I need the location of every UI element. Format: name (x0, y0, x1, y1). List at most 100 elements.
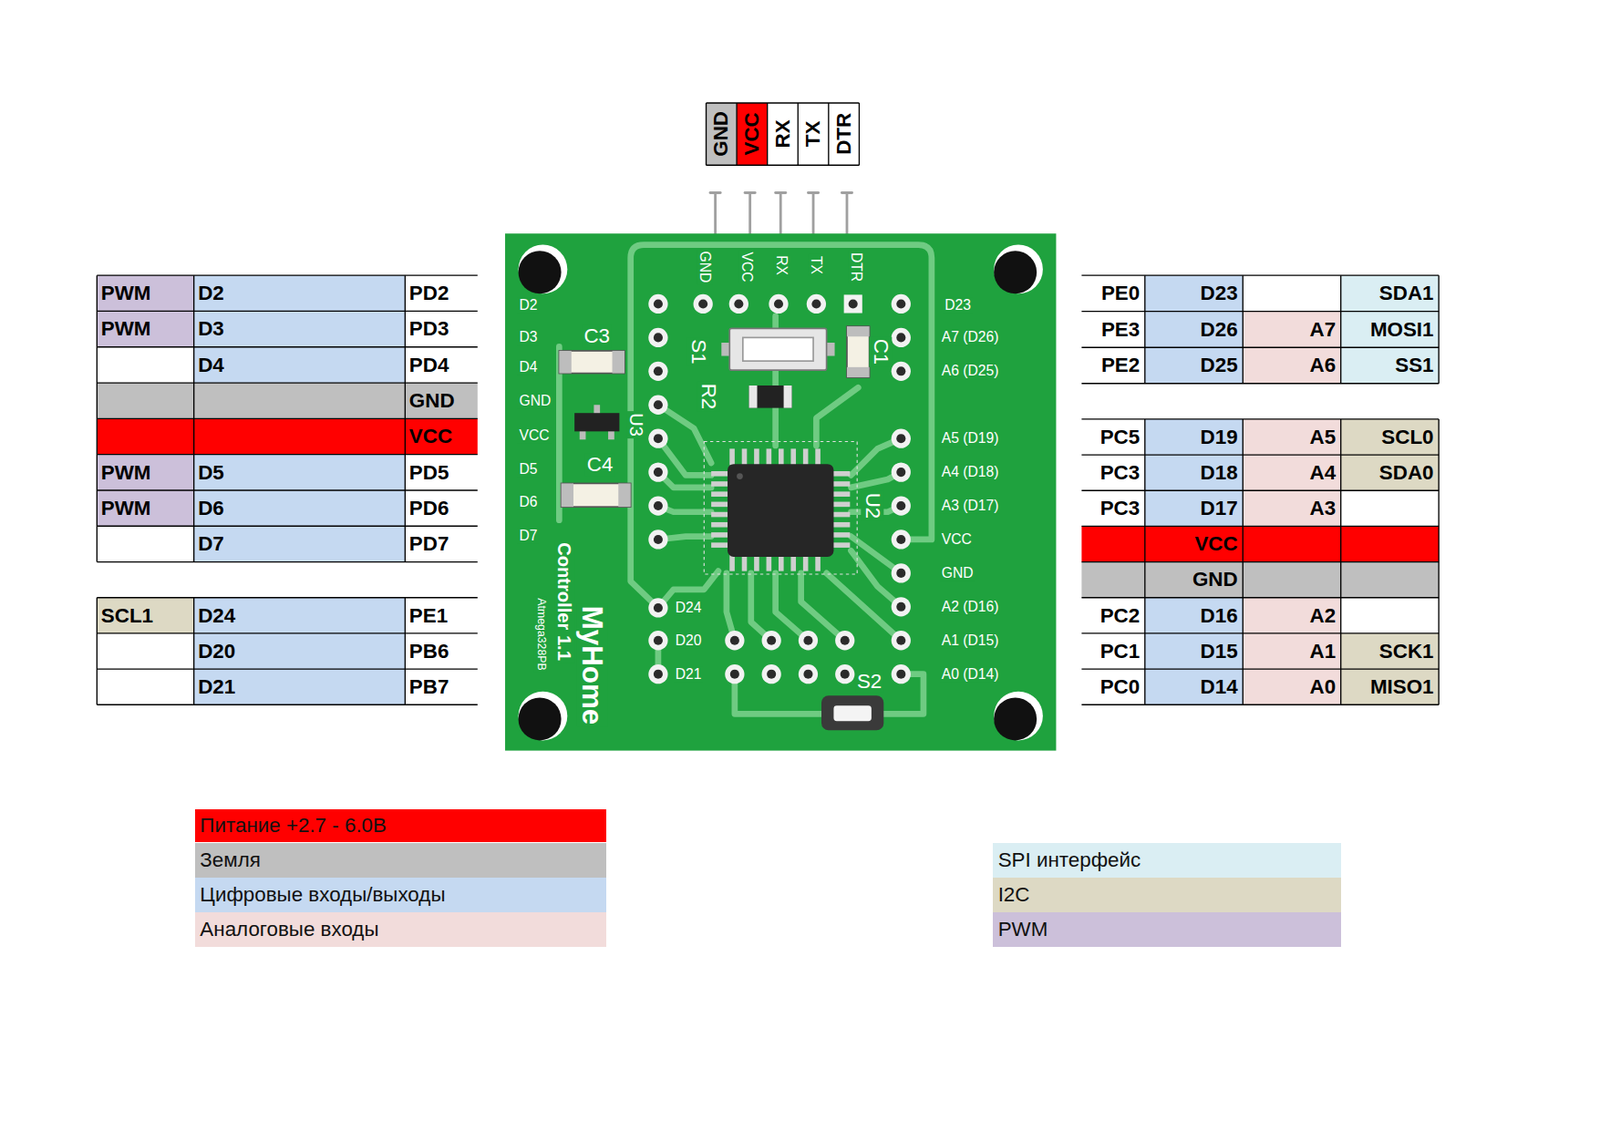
table-cell-fill (1341, 275, 1439, 312)
pin-table-label: GND (1192, 567, 1239, 592)
table-border (706, 102, 860, 104)
pin-table-label: VCC (1194, 532, 1238, 557)
table-cell-fill (1145, 419, 1243, 455)
table-cell-fill (1341, 598, 1439, 634)
pin-table-label: A5 (1309, 425, 1336, 450)
legend-text: Земля (199, 848, 261, 873)
silkscreen-label: VCC (739, 250, 755, 285)
legend-text: PWM (998, 918, 1049, 942)
table-border (96, 418, 477, 420)
table-border (1144, 275, 1146, 384)
push-button (721, 328, 835, 371)
silkscreen-label: GND (516, 392, 553, 409)
table-cell-fill (194, 669, 406, 705)
through-hole-pad (648, 664, 668, 684)
silkscreen-label: S1 (686, 337, 710, 366)
pin-table-label: SCL1 (101, 604, 154, 629)
through-hole-pad (648, 294, 911, 684)
pin-table-label-slot: A7 (1242, 311, 1341, 349)
table-cell-fill (1145, 347, 1243, 384)
table-border (735, 103, 737, 166)
mounting-hole (518, 245, 568, 295)
through-hole-pad (891, 462, 911, 482)
pin-table-label-slot: PWM (96, 454, 194, 491)
header-pin (744, 191, 755, 195)
header-pin-label: RX (771, 120, 795, 149)
through-hole-pad (724, 664, 744, 684)
chip-pin (778, 555, 785, 572)
pin-table-label-slot: PD2 (404, 275, 477, 311)
pin-table-label-slot: PWM (96, 275, 194, 311)
pin-table-label-slot: PC1 (1081, 633, 1145, 670)
pin-table-label-slot: PWM (96, 490, 194, 527)
pin-table-label-slot: SDA0 (1341, 454, 1439, 491)
pin-table-label-slot: VCC (1145, 526, 1243, 563)
pin-table-label-slot: PB7 (404, 669, 477, 705)
table-cell-fill (404, 310, 477, 347)
pin-table-label: D6 (197, 496, 225, 521)
table-cell-fill (1242, 526, 1341, 562)
through-hole-pad (806, 294, 826, 314)
table-cell-fill (1081, 526, 1145, 562)
table-cell-fill (1341, 562, 1439, 599)
table-border (1081, 310, 1439, 312)
table-cell-fill (1145, 669, 1243, 705)
legend-swatch: I2C (992, 877, 1342, 913)
pin-table-label-slot: PWM (96, 311, 194, 348)
switch-s2 (833, 705, 871, 722)
pin-table-label-slot: A1 (1242, 633, 1341, 670)
chip-pin (790, 555, 796, 572)
table-cell-fill (1081, 633, 1145, 670)
silkscreen-label: DTR (847, 250, 864, 284)
table-cell-fill (1145, 526, 1243, 562)
table-border (96, 561, 477, 563)
chip-outline (703, 442, 857, 575)
table-cell-fill (1145, 490, 1243, 527)
header-pin (710, 191, 721, 195)
chip-body (727, 464, 834, 558)
silkscreen-label: R2 (696, 381, 720, 413)
legend-swatch: Аналоговые входы (195, 912, 607, 948)
through-hole-pad (891, 563, 911, 583)
table-cell-fill (404, 275, 477, 311)
table-cell-fill (1081, 311, 1145, 349)
table-border (1437, 419, 1439, 705)
pin-table-label: PC5 (1100, 425, 1141, 450)
pin-table-label: MISO1 (1370, 675, 1435, 700)
legend-text: SPI интерфейс (998, 848, 1142, 873)
table-cell-fill (1242, 633, 1341, 670)
table-cell-fill (404, 490, 477, 527)
table-border (1081, 526, 1439, 527)
silkscreen-label: D5 (516, 461, 539, 477)
pin-table-label: D17 (1200, 496, 1239, 521)
resistor-symbol (749, 385, 793, 409)
table-cell-fill (1242, 347, 1341, 384)
table-cell-fill (736, 103, 768, 166)
chip-pin (742, 555, 748, 572)
pin-table-label: D26 (1200, 318, 1239, 342)
table-cell-fill (1081, 275, 1145, 312)
table-border (96, 310, 477, 312)
chip-pin (711, 491, 729, 497)
chip-pin (711, 502, 729, 508)
pin-table-label: D15 (1200, 640, 1239, 664)
silkscreen-label: U2 (861, 491, 885, 522)
table-border (1340, 275, 1342, 384)
table-cell-fill (96, 347, 194, 383)
pin-table-label: GND (409, 389, 455, 413)
table-border (96, 454, 477, 455)
pin-table-label-slot: PC0 (1081, 669, 1145, 705)
pin-table-label: D14 (1200, 675, 1239, 700)
table-cell-fill (96, 633, 194, 670)
pin-table-label-slot: A0 (1242, 669, 1341, 705)
pin-table-label: PC1 (1100, 640, 1141, 664)
mounting-hole (518, 245, 1043, 742)
table-cell-fill (96, 490, 194, 527)
header-pin (846, 194, 849, 235)
chip-pin (753, 555, 760, 572)
table-cell-fill (1341, 669, 1439, 705)
silkscreen-label: Controller 1.1 (554, 540, 575, 663)
silkscreen-label: GND (697, 249, 713, 286)
pin-table-label: PWM (101, 281, 152, 306)
